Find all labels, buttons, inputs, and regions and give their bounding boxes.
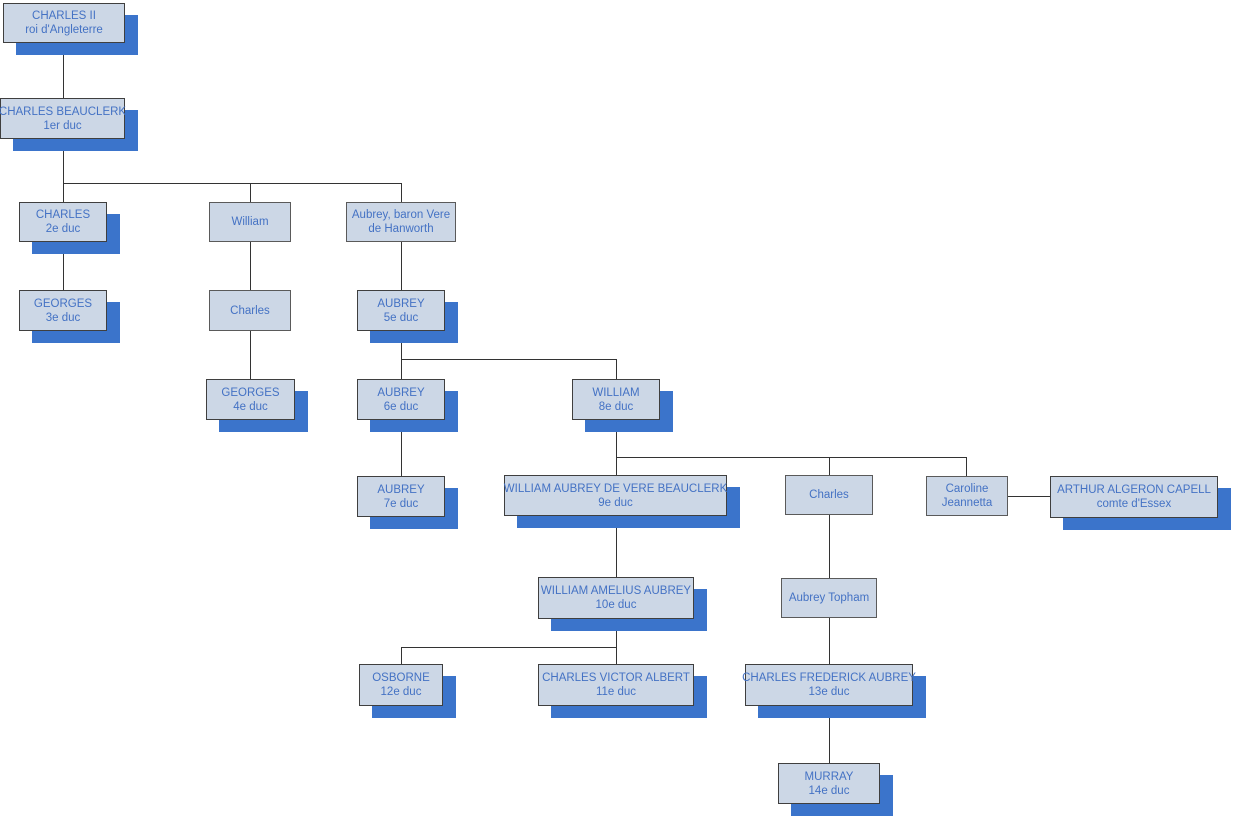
node-name: Charles bbox=[809, 489, 849, 501]
connector-line bbox=[250, 183, 251, 202]
node-subtitle: 9e duc bbox=[598, 496, 633, 509]
connector-line bbox=[250, 331, 251, 379]
node-name: CHARLES VICTOR ALBERT bbox=[542, 672, 690, 684]
node-name: Aubrey, baron Vere bbox=[351, 209, 451, 221]
node-name: WILLIAM AUBREY DE VERE BEAUCLERK bbox=[503, 482, 728, 495]
node-georges-3e-duc: GEORGES 3e duc bbox=[19, 290, 107, 331]
node-name: GEORGES bbox=[221, 386, 280, 399]
node-arthur-algeron-capell: ARTHUR ALGERON CAPELL comte d'Essex bbox=[1050, 476, 1218, 518]
connector-line bbox=[616, 516, 617, 577]
connector-line bbox=[401, 647, 402, 664]
connector-line bbox=[401, 359, 616, 360]
node-subtitle: 12e duc bbox=[380, 686, 422, 698]
node-subtitle: 10e duc bbox=[595, 599, 637, 611]
node-name: Aubrey Topham bbox=[788, 592, 870, 604]
node-aubrey-baron-vere: Aubrey, baron Vere de Hanworth bbox=[346, 202, 456, 242]
node-aubrey-6e-duc: AUBREY 6e duc bbox=[357, 379, 445, 420]
connector-line bbox=[401, 647, 616, 648]
node-name: ARTHUR ALGERON CAPELL bbox=[1057, 484, 1211, 496]
connector-line bbox=[829, 515, 830, 578]
node-subtitle: 7e duc bbox=[383, 497, 419, 510]
node-subtitle: 3e duc bbox=[45, 311, 81, 324]
connector-line bbox=[829, 457, 830, 475]
node-subtitle: 14e duc bbox=[808, 784, 850, 797]
node-name: AUBREY bbox=[377, 297, 425, 310]
connector-line bbox=[63, 43, 64, 98]
connector-line bbox=[966, 457, 967, 476]
node-subtitle: comte d'Essex bbox=[1096, 498, 1172, 510]
node-subtitle: Jeannetta bbox=[941, 497, 993, 509]
connector-line bbox=[401, 331, 402, 379]
node-charles-son-of-william: Charles bbox=[209, 290, 291, 331]
node-georges-4e-duc: GEORGES 4e duc bbox=[206, 379, 295, 420]
connector-line bbox=[616, 457, 966, 458]
node-subtitle: 11e duc bbox=[595, 686, 637, 698]
node-name: WILLIAM bbox=[592, 386, 640, 399]
node-aubrey-topham: Aubrey Topham bbox=[781, 578, 877, 618]
marriage-connector-line bbox=[1008, 496, 1050, 497]
node-subtitle: 6e duc bbox=[383, 400, 419, 413]
node-subtitle: 1er duc bbox=[43, 119, 82, 132]
node-name: WILLIAM AMELIUS AUBREY bbox=[540, 585, 692, 597]
connector-line bbox=[63, 242, 64, 290]
node-charles-victor-11e-duc: CHARLES VICTOR ALBERT 11e duc bbox=[538, 664, 694, 706]
connector-line bbox=[63, 183, 401, 184]
node-name: CHARLES II bbox=[32, 10, 96, 22]
node-subtitle: 13e duc bbox=[808, 686, 850, 698]
connector-line bbox=[616, 359, 617, 379]
node-subtitle: 4e duc bbox=[233, 400, 268, 413]
node-william-8e-duc: WILLIAM 8e duc bbox=[572, 379, 660, 420]
node-subtitle: de Hanworth bbox=[368, 223, 434, 235]
node-name: GEORGES bbox=[33, 297, 93, 310]
node-name: William bbox=[231, 216, 269, 228]
connector-line bbox=[401, 420, 402, 476]
node-william-aubrey-9e-duc: WILLIAM AUBREY DE VERE BEAUCLERK 9e duc bbox=[504, 475, 727, 516]
node-murray-14e-duc: MURRAY 14e duc bbox=[778, 763, 880, 804]
connector-line bbox=[829, 706, 830, 763]
connector-line bbox=[250, 242, 251, 290]
connector-line bbox=[616, 420, 617, 475]
node-charles-2e-duc: CHARLES 2e duc bbox=[19, 202, 107, 242]
node-name: CHARLES BEAUCLERK bbox=[0, 105, 127, 118]
node-name: CHARLES bbox=[35, 209, 91, 221]
node-subtitle: 5e duc bbox=[383, 311, 419, 324]
node-name: Caroline bbox=[945, 483, 989, 495]
node-charles-ii: CHARLES II roi d'Angleterre bbox=[3, 3, 125, 43]
node-name: MURRAY bbox=[804, 770, 854, 783]
node-subtitle: 8e duc bbox=[598, 400, 634, 413]
node-charles-frederick-13e-duc: CHARLES FREDERICK AUBREY 13e duc bbox=[742, 664, 916, 706]
node-subtitle: roi d'Angleterre bbox=[25, 24, 103, 36]
node-name: OSBORNE bbox=[372, 672, 430, 684]
node-name: AUBREY bbox=[377, 386, 425, 399]
node-william: William bbox=[209, 202, 291, 242]
node-osborne-12e-duc: OSBORNE 12e duc bbox=[359, 664, 443, 706]
node-william-amelius-10e-duc: WILLIAM AMELIUS AUBREY 10e duc bbox=[538, 577, 694, 619]
node-charles-son-of-8e-duc: Charles bbox=[785, 475, 873, 515]
connector-line bbox=[401, 242, 402, 290]
connector-line bbox=[829, 618, 830, 664]
node-subtitle: 2e duc bbox=[45, 223, 81, 235]
connector-line bbox=[63, 139, 64, 202]
node-aubrey-5e-duc: AUBREY 5e duc bbox=[357, 290, 445, 331]
node-name: Charles bbox=[230, 304, 270, 317]
connector-line bbox=[401, 183, 402, 202]
node-aubrey-7e-duc: AUBREY 7e duc bbox=[357, 476, 445, 517]
node-caroline-jeannetta: Caroline Jeannetta bbox=[926, 476, 1008, 516]
node-charles-beauclerk-1er-duc: CHARLES BEAUCLERK 1er duc bbox=[0, 98, 127, 139]
connector-line bbox=[616, 619, 617, 664]
node-name: AUBREY bbox=[377, 483, 425, 496]
node-name: CHARLES FREDERICK AUBREY bbox=[742, 672, 916, 684]
